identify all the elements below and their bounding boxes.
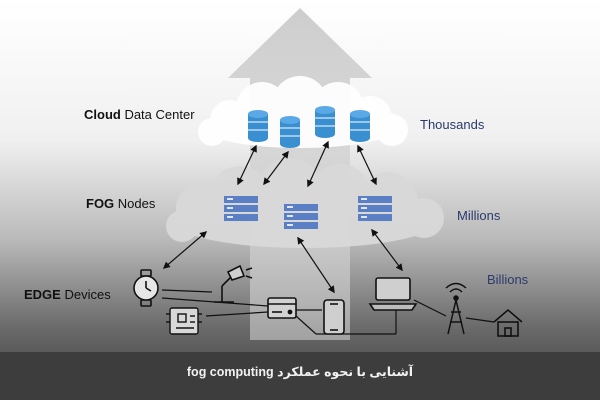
cell-tower-icon xyxy=(445,282,467,335)
database-icon xyxy=(315,106,335,138)
server-icon xyxy=(224,196,258,221)
connector-line xyxy=(263,150,289,186)
cloud-data-center-label: Cloud Data Center xyxy=(84,107,195,122)
fog-edge-connectors xyxy=(162,228,403,294)
desk-lamp-icon xyxy=(214,264,253,303)
home-icon xyxy=(493,308,523,337)
fog-label-rest: Nodes xyxy=(114,196,156,211)
connector-line xyxy=(307,140,329,188)
cloud-fog-connectors xyxy=(237,140,377,188)
server-icon xyxy=(284,204,318,229)
connector-line xyxy=(297,236,335,294)
billions-label: Billions xyxy=(487,272,529,287)
connector-line xyxy=(357,144,377,186)
fog-label-bold: FOG xyxy=(86,196,115,211)
thousands-label: Thousands xyxy=(420,117,485,132)
database-icon xyxy=(248,110,268,142)
edge-label-rest: Devices xyxy=(60,287,111,302)
server-icon xyxy=(358,196,392,221)
card-reader-icon xyxy=(267,297,297,319)
connector-line xyxy=(371,228,403,272)
circuit-board-icon xyxy=(166,307,202,335)
millions-label: Millions xyxy=(457,208,501,223)
edge-label-bold: EDGE xyxy=(24,287,61,302)
cloud-label-bold: Cloud xyxy=(84,107,121,122)
edge-devices-label: EDGE Devices xyxy=(24,287,111,302)
cloud-label-rest: Data Center xyxy=(120,107,195,122)
caption: آشنایی با نحوه عملکرد fog computing xyxy=(186,365,414,379)
fog-nodes-label: FOG Nodes xyxy=(86,196,155,211)
database-icon xyxy=(280,116,300,148)
laptop-icon xyxy=(368,277,418,311)
connector-line xyxy=(237,144,257,186)
smartphone-icon xyxy=(323,299,345,335)
bottom-band xyxy=(0,352,600,400)
smartwatch-icon xyxy=(133,269,159,307)
connector-line xyxy=(162,231,208,269)
database-icon xyxy=(350,110,370,142)
